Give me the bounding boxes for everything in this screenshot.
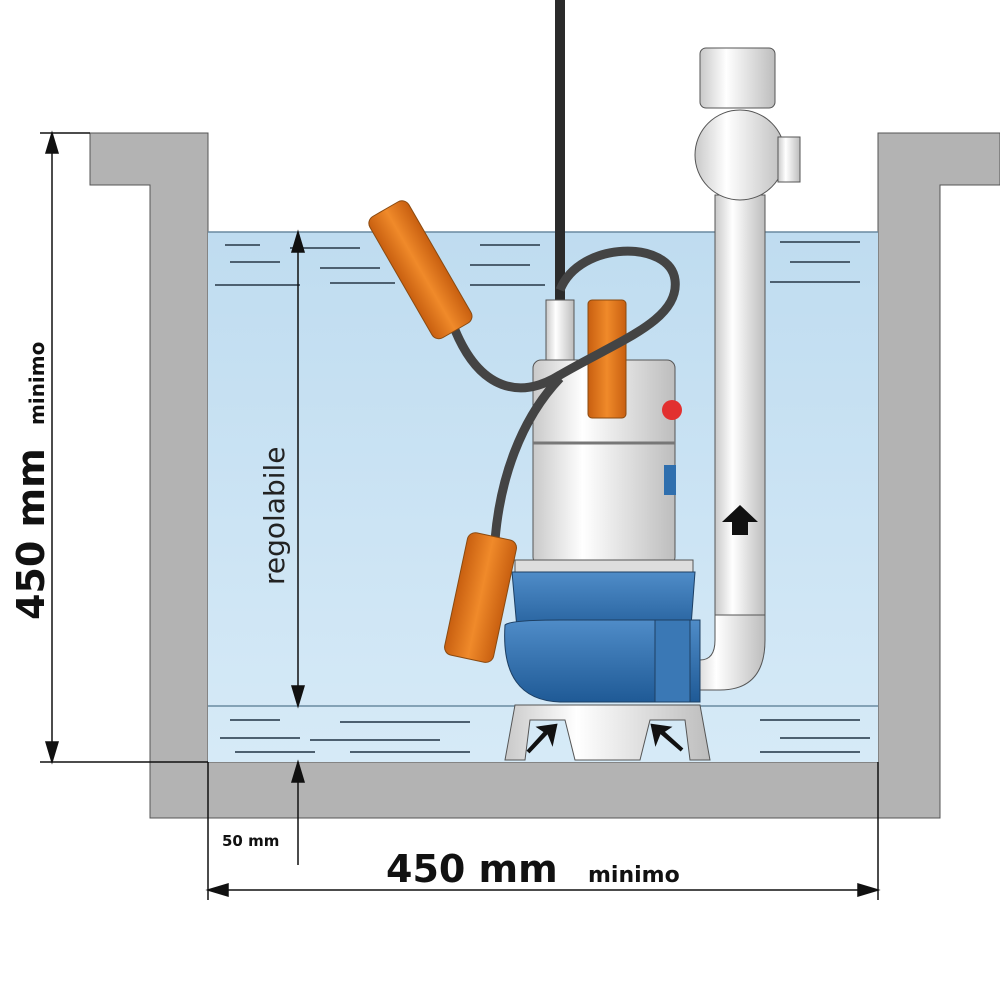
flow-up-arrow-icon bbox=[722, 505, 758, 535]
discharge-pipe bbox=[689, 47, 801, 691]
float-cable bbox=[450, 246, 680, 541]
submersible-pump bbox=[504, 299, 711, 761]
height-dimension-label: 450 mm bbox=[9, 448, 53, 620]
inlet-arrow-left-icon bbox=[526, 723, 558, 754]
width-dimension-label: 450 mm bbox=[386, 847, 558, 891]
float-switch-lower bbox=[444, 532, 517, 663]
min-clearance-label: 50 mm bbox=[222, 832, 279, 850]
height-minimum-qualifier: minimo bbox=[25, 342, 49, 425]
float-switch-upper bbox=[368, 200, 473, 340]
adjustable-range-label: regolabile bbox=[258, 446, 291, 585]
inlet-arrow-right-icon bbox=[650, 723, 684, 752]
width-minimum-qualifier: minimo bbox=[588, 863, 680, 888]
cable-gland bbox=[545, 299, 575, 363]
dimension-lines bbox=[40, 130, 881, 900]
